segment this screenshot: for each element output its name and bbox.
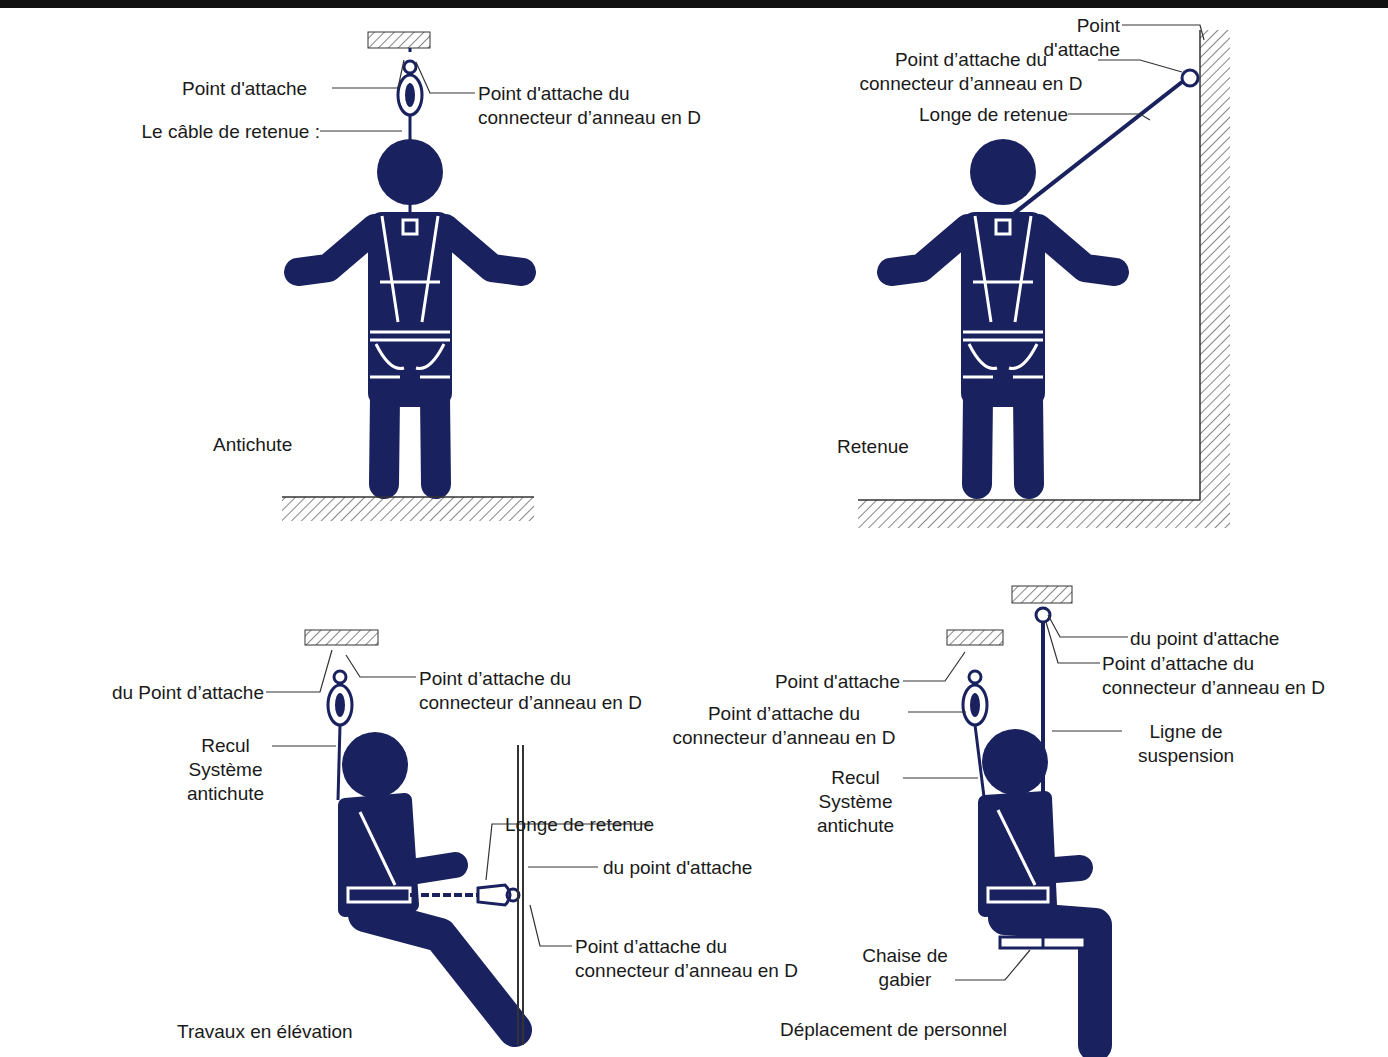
- callout-label: Ligne de suspension: [1126, 720, 1246, 768]
- callout-label: du point d'attache: [603, 856, 783, 880]
- callout-label: Recul Système antichute: [178, 734, 273, 805]
- callout-label: Point d’attache du connecteur d’anneau e…: [575, 935, 815, 983]
- callout-label: Point d'attache: [182, 77, 332, 101]
- callout-label: Point d’attache du connecteur d’anneau e…: [662, 702, 906, 750]
- callout-label: Longe de retenue: [505, 813, 685, 837]
- callout-label: Travaux en élévation: [177, 1020, 437, 1044]
- callout-label: du Point d’attache: [80, 681, 264, 705]
- callout-label: Le câble de retenue :: [110, 120, 320, 144]
- callout-label: Retenue: [837, 435, 957, 459]
- callout-label: Point d’attache du connecteur d’anneau e…: [419, 667, 659, 715]
- callout-label: Point d'attache: [740, 670, 900, 694]
- callout-label: Chaise de gabier: [855, 944, 955, 992]
- panel-personnel-riding: [947, 586, 1095, 1045]
- callout-label: Déplacement de personnel: [780, 1018, 1080, 1042]
- callout-label: Recul Système antichute: [808, 766, 903, 837]
- header-bar: [0, 0, 1388, 8]
- callout-label: Point d’attache du connecteur d’anneau e…: [846, 48, 1096, 96]
- panel-restraint: [858, 30, 1230, 528]
- panel-fall-arrest: [282, 32, 534, 521]
- callout-label: Point d’attache du connecteur d’anneau e…: [1102, 652, 1342, 700]
- callout-label: du point d'attache: [1130, 627, 1310, 651]
- callout-label: Antichute: [213, 433, 333, 457]
- callout-label: Longe de retenue: [888, 103, 1068, 127]
- callout-label: Point d'attache du connecteur d’anneau e…: [478, 82, 718, 130]
- leader-lines: [266, 25, 1204, 980]
